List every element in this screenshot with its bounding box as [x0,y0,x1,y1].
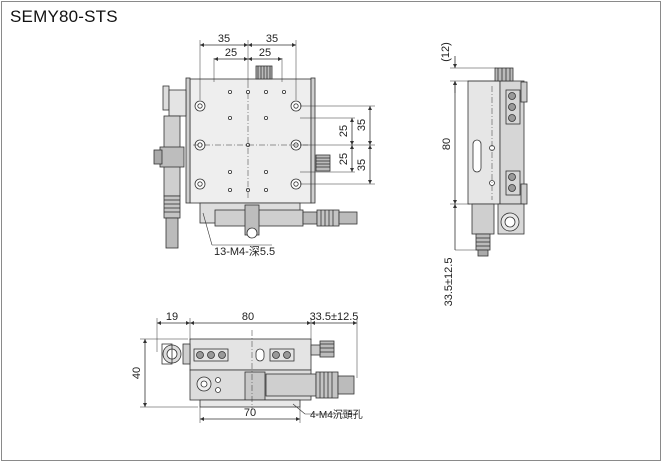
dim-front-travel: 33.5±12.5 [310,311,359,323]
dim-side-travel: 33.5±12.5 [443,258,455,307]
dim-top-outer-left: 35 [218,33,230,45]
dim-top-inner-left: 25 [225,47,237,59]
dim-front-base: 70 [244,407,256,419]
micrometer-thimble [316,209,340,227]
mount-note: 4-M4沉頭孔 [310,408,363,421]
hole-note: 13-M4-深5.5 [214,245,275,258]
top-stage-plate [189,78,312,204]
front-base-plate [199,399,301,408]
top-view-labels: 35 35 25 25 25 35 25 35 13-M4-深5.5 [214,33,368,258]
dim-front-height: 40 [131,367,143,379]
drawing-title: SEMY80-STS [10,7,118,26]
dim-front-left: 19 [166,311,178,323]
dim-front-width: 80 [242,311,254,323]
dim-right-upper-outer: 35 [356,119,368,131]
dim-right-lower-inner: 25 [338,153,350,165]
dim-side-top: (12) [440,42,452,62]
side-knob [315,154,331,172]
side-body [467,80,501,205]
side-view-labels: (12) 80 33.5±12.5 [440,42,455,306]
front-view [140,318,358,423]
front-view-labels: 19 80 33.5±12.5 40 70 4-M4沉頭孔 [131,311,363,421]
dim-top-inner-right: 25 [259,47,271,59]
side-view [450,56,528,257]
dim-right-upper-inner: 25 [338,125,350,137]
dim-right-lower-outer: 35 [356,159,368,171]
dim-top-outer-right: 35 [266,33,278,45]
top-view [153,40,375,249]
dim-side-height: 80 [441,138,453,150]
